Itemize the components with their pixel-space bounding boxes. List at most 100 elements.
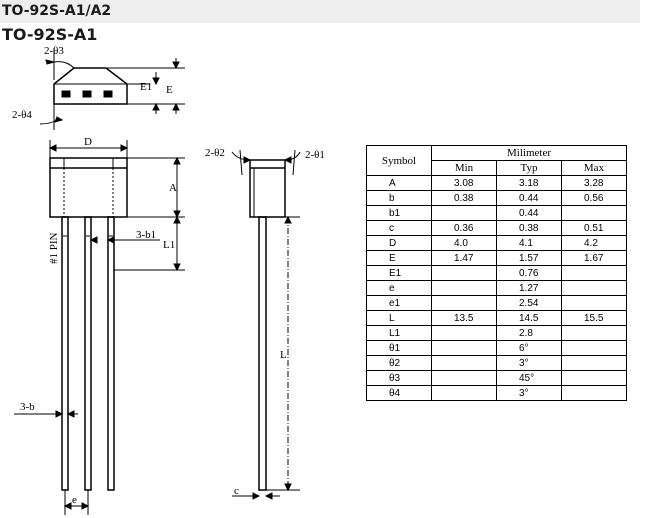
cell-max: 4.2	[561, 235, 627, 251]
cell-min	[431, 385, 497, 401]
header-bar	[0, 0, 640, 23]
cell-symbol: θ2	[366, 355, 432, 371]
cell-max	[561, 325, 627, 341]
label-e: e	[72, 494, 77, 506]
cell-typ: 4.1	[496, 235, 562, 251]
cell-symbol: c	[366, 220, 432, 236]
cell-typ: 1.27	[496, 280, 562, 296]
cell-max	[561, 340, 627, 356]
cell-min	[431, 265, 497, 281]
lead-3	[107, 216, 115, 491]
table-row: e1 2.54	[366, 295, 627, 311]
cell-max	[561, 265, 627, 281]
cell-max	[561, 370, 627, 386]
cell-typ: 3°	[496, 385, 562, 401]
cell-max: 0.56	[561, 190, 627, 206]
label-A: A	[169, 182, 177, 194]
cell-max	[561, 385, 627, 401]
label-L1: L1	[163, 239, 175, 251]
label-theta4: 2-θ4	[12, 109, 32, 121]
cell-max	[561, 295, 627, 311]
cell-symbol: D	[366, 235, 432, 251]
cell-max: 3.28	[561, 175, 627, 191]
cell-typ: 1.57	[496, 250, 562, 266]
cell-min	[431, 280, 497, 296]
label-theta1: 2-θ1	[305, 149, 325, 161]
cell-typ: 14.5	[496, 310, 562, 326]
cell-min: 0.36	[431, 220, 497, 236]
cell-typ: 0.44	[496, 205, 562, 221]
front-view-body	[49, 157, 128, 218]
cell-typ: 0.44	[496, 190, 562, 206]
cell-min: 13.5	[431, 310, 497, 326]
cell-min	[431, 340, 497, 356]
table-row: E1 0.76	[366, 265, 627, 281]
cell-symbol: L	[366, 310, 432, 326]
cell-typ: 6°	[496, 340, 562, 356]
cell-typ: 3°	[496, 355, 562, 371]
cell-symbol: e1	[366, 295, 432, 311]
lead-1	[61, 216, 69, 491]
label-theta3: 2-θ3	[44, 45, 64, 57]
cell-symbol: θ1	[366, 340, 432, 356]
col-max-header: Max	[561, 160, 627, 176]
cell-max	[561, 205, 627, 221]
label-L: L	[280, 349, 287, 361]
cell-max: 15.5	[561, 310, 627, 326]
cell-symbol: L1	[366, 325, 432, 341]
top-view-body	[53, 67, 128, 105]
cell-typ: 0.76	[496, 265, 562, 281]
col-typ-header: Typ	[496, 160, 562, 176]
unit-header: Milimeter	[431, 145, 627, 161]
lead-2	[84, 216, 92, 491]
cell-typ: 0.38	[496, 220, 562, 236]
cell-min	[431, 370, 497, 386]
col-min-header: Min	[431, 160, 497, 176]
cell-min	[431, 295, 497, 311]
cell-symbol: E	[366, 250, 432, 266]
cell-typ: 3.18	[496, 175, 562, 191]
cell-symbol: b1	[366, 205, 432, 221]
cell-min: 1.47	[431, 250, 497, 266]
cell-min	[431, 325, 497, 341]
cell-symbol: E1	[366, 265, 432, 281]
cell-symbol: θ3	[366, 370, 432, 386]
cell-max	[561, 280, 627, 296]
page-title: TO-92S-A1/A2	[2, 3, 112, 19]
cell-min: 4.0	[431, 235, 497, 251]
label-b: 3-b	[20, 401, 35, 413]
cell-symbol: A	[366, 175, 432, 191]
table-row: θ4 3°	[366, 385, 627, 401]
section-title: TO-92S-A1	[2, 25, 98, 44]
label-b1: 3-b1	[136, 229, 156, 241]
table-row: b1 0.44	[366, 205, 627, 221]
cell-max: 0.51	[561, 220, 627, 236]
label-D: D	[84, 136, 92, 148]
cell-symbol: θ4	[366, 385, 432, 401]
label-pin1: #1 PIN	[48, 232, 60, 264]
cell-min	[431, 355, 497, 371]
label-c: c	[234, 485, 239, 497]
label-E1: E1	[140, 81, 152, 93]
cell-max	[561, 355, 627, 371]
cell-symbol: b	[366, 190, 432, 206]
table-row: θ1 6°	[366, 340, 627, 356]
cell-min: 0.38	[431, 190, 497, 206]
side-lead	[258, 216, 267, 491]
cell-symbol: e	[366, 280, 432, 296]
table-row: e 1.27	[366, 280, 627, 296]
cell-max: 1.67	[561, 250, 627, 266]
label-theta2: 2-θ2	[205, 147, 225, 159]
cell-typ: 2.54	[496, 295, 562, 311]
